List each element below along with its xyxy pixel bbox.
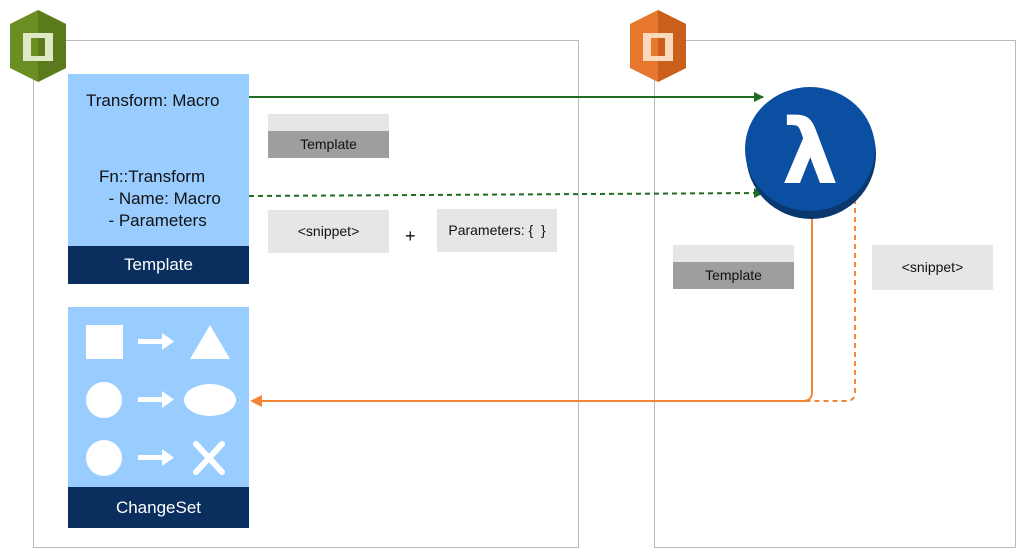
template-card: Transform: Macro Fn::Transform - Name: M…: [68, 74, 249, 284]
triangle-shape: [190, 325, 230, 359]
parameters-box: Parameters: { }: [437, 209, 557, 252]
lambda-symbol: λ: [782, 100, 839, 205]
arrow-right-icon: [138, 333, 174, 350]
cloudformation-panel: [33, 40, 579, 548]
snippet-box-left: <snippet>: [268, 210, 389, 253]
cross-shape: [193, 441, 225, 475]
lambda-panel: [654, 40, 1016, 548]
lambda-function-icon: λ: [745, 87, 876, 219]
fn-transform-arrow: [248, 188, 764, 199]
template-document-right: Template: [673, 245, 794, 289]
lambda-service-icon: [630, 10, 686, 82]
plus-sign: +: [405, 226, 416, 246]
cloudformation-icon: [10, 10, 66, 82]
snippet-return-arrow: [804, 190, 856, 402]
template-return-arrow: [262, 205, 813, 402]
template-card-footer: Template: [68, 246, 249, 284]
square-shape: [86, 325, 123, 359]
circle-shape: [86, 440, 122, 476]
changeset-card-footer: ChangeSet: [68, 487, 249, 528]
circle-shape: [86, 382, 122, 418]
template-document-left-label: Template: [268, 131, 389, 158]
template-document-left: Template: [268, 114, 389, 158]
snippet-box-right: <snippet>: [872, 245, 993, 290]
template-document-right-label: Template: [673, 262, 794, 289]
arrow-right-icon: [138, 449, 174, 466]
transform-macro-label: Transform: Macro: [86, 91, 220, 110]
fn-transform-label: Fn::Transform: [99, 167, 206, 186]
arrow-right-icon: [138, 391, 174, 408]
name-macro-label: - Name: Macro: [99, 189, 221, 208]
parameters-label: - Parameters: [99, 211, 207, 230]
changeset-shapes: [86, 325, 236, 476]
changeset-card: ChangeSet: [68, 307, 249, 528]
ellipse-shape: [184, 384, 236, 416]
